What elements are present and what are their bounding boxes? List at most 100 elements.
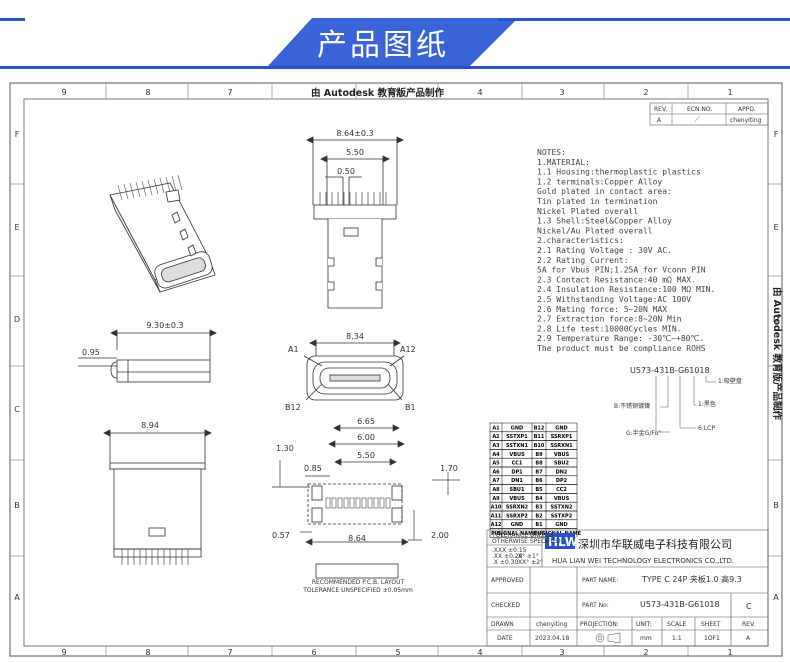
table-cell: A9 [492,496,500,502]
logo-text: HLW [548,535,578,549]
note-line: 1.2 terminals:Copper Alloy [537,177,662,186]
table-cell: A5 [492,461,500,467]
note-line: 2.3 Contact Resistance:40 mΩ MAX. [537,275,696,284]
table-cell: A2 [492,434,500,440]
legend-1-black: 1:黑色 [698,400,716,408]
part-no-value: U573-431B-G61018 [640,600,720,609]
company-name-cn: 深圳市华联威电子科技有限公司 [578,537,732,551]
part-code-text: U573-431B-G61018 [630,366,710,375]
column-label-bottom: 7 [227,648,232,657]
company-logo [545,533,575,549]
column-label-top: 8 [145,88,150,97]
table-cell: VBUS [554,452,570,458]
note-line: Tin plated in termination [537,197,658,206]
column-label-top: 1 [727,88,732,97]
row-label-left: B [14,501,20,510]
dim-front-834: 8.34 [346,332,364,341]
note-line: 1.3 Shell:Steel&Copper Alloy [537,217,672,226]
row-label-left: E [14,223,19,232]
rev-header-ecn: ECN.NO. [687,106,712,113]
legend-6-lcp: 6:LCP [698,425,715,432]
tol-row-1a: .XXX ±0.15 [492,547,527,554]
column-label-bottom: 8 [145,648,150,657]
banner-title: 产品图纸 [317,28,449,63]
table-cell: GND [511,425,523,431]
column-label-bottom: 6 [311,648,316,657]
table-row [489,528,578,538]
table-cell: CC1 [512,461,523,467]
tol-row-2a: .XX ±0.20 [492,553,523,560]
drawn-label: DRAWN [491,621,514,628]
part-name-label: PART NAME: [582,577,618,584]
note-line: 2.9 Temperature Range: -30℃~+80℃. [537,334,704,343]
dim-pcb-200: 2.00 [431,531,449,540]
note-line: 1.1 Housing:thermoplastic plastics [537,168,701,177]
part-no-label: PART No: [582,602,609,609]
tol-row-2b: .X° ±1° [516,553,539,560]
pcb-layout [272,424,460,579]
dim-top-550: 5.50 [346,148,364,157]
date-value: 2023.04.18 [535,635,570,642]
row-label-right: E [773,223,778,232]
table-cell: A11 [491,513,502,519]
column-label-bottom: 2 [643,648,648,657]
table-cell: B2 [535,513,543,519]
table-cell: SIGNAL NAME [498,531,538,537]
title-block [486,529,769,647]
appd-value: chenyiting [730,117,762,124]
rev-header-rev: REV. [654,106,667,113]
table-cell: SBU1 [510,487,525,493]
table-cell: A3 [492,443,500,449]
row-label-left: F [15,130,20,139]
table-cell: SSTXN1 [506,443,528,449]
projection-label: PROJECTION: [580,621,619,628]
rev-value: A [746,635,751,642]
tol-row-3b: .XX° ±2° [516,559,543,566]
front-view [303,339,405,401]
table-cell: SSRXN1 [550,443,573,449]
dim-pcb-550: 5.50 [357,451,375,460]
table-cell: GND [555,425,567,431]
part-no-rev: C [746,602,752,611]
outer-border [9,82,783,657]
note-line: 2.characteristics: [537,236,624,245]
approved-label: APPROVED [491,577,524,584]
ecn-value: ／ [694,117,700,124]
dim-pcb-085: 0.85 [304,464,322,473]
part-name-value: TYPE C 24P 夹板1.0 高9.3 [641,574,742,584]
part-code-legend: U573-431B-G61018 1:吸壁盘 B:不锈钢镀镍 1:黑色 G:半金… [614,366,742,437]
zone-ticks [10,83,782,656]
note-line: 1.MATERIAL: [537,158,590,167]
table-cell: B6 [535,478,543,484]
table-cell: SSTXN2 [551,505,573,511]
table-cell: GND [511,522,523,528]
pcb-note-1: RECOMMENDED P.C.B. LAYOUT [312,579,405,586]
table-cell: B4 [535,496,543,502]
row-label-left: D [14,315,20,324]
note-line: Gold plated in contact area: [537,187,672,196]
table-cell: A10 [491,505,502,511]
table-cell: PIN [491,531,501,537]
inner-border [23,98,769,647]
column-label-bottom: 1 [727,648,732,657]
legend-b-steel: B:不锈钢镀镍 [614,402,650,410]
bottom-view [103,429,212,565]
column-label-bottom: 9 [61,648,66,657]
note-line: Nickel Plated overall [537,207,638,216]
column-label-top: 5 [395,88,400,97]
table-cell: B3 [535,505,543,511]
note-line: 2.4 Insulation Resistance:100 MΩ MIN. [537,285,715,294]
date-label: DATE [497,635,513,642]
pcb-note-2: TOLERANCE UNSPECIFIED ±0.05mm [302,587,413,594]
table-cell: DP1 [511,469,523,475]
rev-label: REV. [742,621,755,628]
table-cell: SSTXP2 [551,513,573,519]
table-cell: CC2 [556,487,567,493]
table-cell: SSRXP2 [506,513,528,519]
pin-label-b12: B12 [285,403,301,412]
